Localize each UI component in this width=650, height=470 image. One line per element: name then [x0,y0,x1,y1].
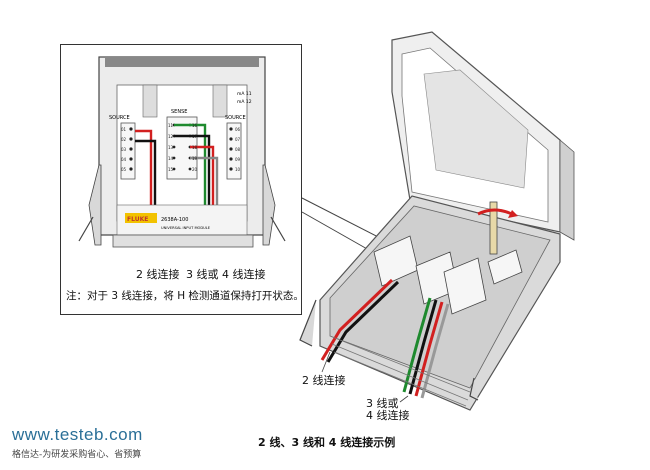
latch-right-tab [270,216,286,242]
label-model: 2638A-100 [161,217,188,223]
channel-sense-18: 18 [192,145,198,150]
callout-line-upper [301,197,385,241]
iso-wire-4wire-red [414,301,444,397]
label-2wire-right: 2 线连接 [302,374,346,387]
label-fluke-brand: FLUKE [127,216,148,223]
channel-sense-17: 17 [192,134,198,139]
module-front-view-panel: SOURCE SOURCE SENSE mA 11 mA 12 FLUKE 26… [60,44,302,315]
channel-left-05: 05 [121,167,127,172]
channel-left-02: 02 [121,137,127,142]
iso-latch-right [469,377,479,401]
bottom-rail [112,234,254,248]
source-right-terminal-block [226,122,242,180]
terminal-blocks [373,235,523,315]
channel-right-08: 08 [235,147,241,152]
latch-left [88,164,102,246]
channel-sense-19: 19 [192,156,198,161]
note-text: 注：对于 3 线连接，将 H 检测通道保持打开状态。 [66,290,304,302]
front-grill [329,335,471,407]
channel-sense-16: 16 [192,123,198,128]
channel-right-09: 09 [235,157,241,162]
channel-right-10: 10 [235,167,241,172]
iso-latch-left [299,299,317,347]
module-top-strip [105,57,259,67]
channel-right-07: 07 [235,137,241,142]
divider-left [142,84,158,118]
module-front-view-drawing: SOURCE SOURCE SENSE mA 11 mA 12 FLUKE 26… [78,56,286,248]
fluke-logo-badge [125,213,157,223]
rotation-arrow-icon [477,208,513,216]
iso-wire-4wire-green [402,297,432,393]
label-ma12: mA 12 [237,99,252,105]
watermark-site: www.testeb.com [12,425,143,444]
leader-2wire [321,351,331,373]
probe-shaft [489,201,498,255]
terminal-block-right [487,249,523,285]
channel-sense-13: 13 [168,145,174,150]
label-34wire-left: 3 线或 4 线连接 [186,268,266,281]
channel-left-04: 04 [121,157,127,162]
label-2wire-left: 2 线连接 [136,268,180,281]
label-ma11: mA 11 [237,91,252,97]
lid-inner-recess [423,69,529,189]
rotation-arrow-head-icon [508,210,518,218]
callout-line-lower [301,211,377,255]
label-module-name: UNIVERSAL INPUT MODULE [161,226,211,230]
iso-wire-4wire-black [408,299,438,395]
channel-sense-11: 11 [168,123,174,128]
channel-sense-20: 20 [192,167,198,172]
channel-left-01: 01 [121,127,127,132]
label-sense: SENSE [171,109,187,115]
iso-wire-2wire-red [320,278,394,361]
channel-sense-12: 12 [168,134,174,139]
label-source-right: SOURCE [225,115,246,121]
terminal-block-center-b [443,257,487,315]
channel-left-03: 03 [121,147,127,152]
lid-side [559,139,575,241]
label-34wire-right-line1: 3 线或 [366,397,399,410]
channel-sense-15: 15 [168,167,174,172]
source-left-terminal-block [120,122,136,180]
channel-sense-14: 14 [168,156,174,161]
watermark-tagline: 格信达-为研发采购省心、省预算 [12,450,142,460]
leader-34wire [399,395,409,403]
latch-left-tab [78,216,94,242]
divider-right [212,84,228,118]
label-34wire-right-line2: 4 线连接 [366,409,410,422]
figure-caption: 2 线、3 线和 4 线连接示例 [258,436,396,449]
latch-right [262,164,276,246]
channel-right-06: 06 [235,127,241,132]
iso-wire-4wire-white [420,303,450,399]
label-source-left: SOURCE [109,115,130,121]
